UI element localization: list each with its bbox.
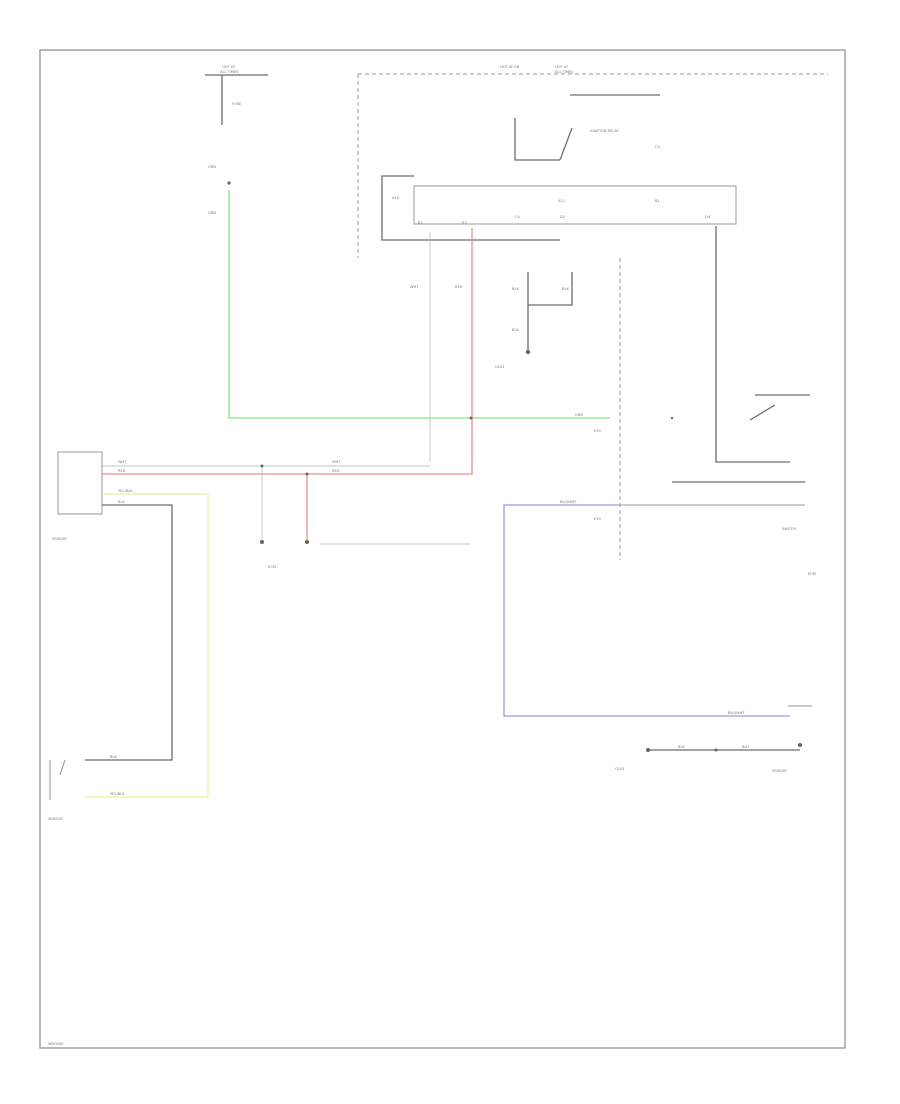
ecm-pin-c: C4 [515,215,521,219]
red-label-top: RED [455,285,463,289]
red-splice-dot [305,472,309,476]
bottom-left-transducer: SENSOR [48,759,66,821]
ground-point-dot [525,349,531,355]
center-pin-label-2: E19 [594,517,602,521]
ecm-pin-top-1: A10 [392,196,400,200]
yellow-wire [85,493,209,798]
footer-code: WD0000 [48,1042,64,1046]
yel-label-bottom: YEL/BLK [110,792,125,796]
lower-connector-dot-right [305,540,309,544]
right-grn-label: GRN [575,413,583,417]
top-right-power-source: HOT IN ON HOT AT ALL TIMES IGNITION RELA… [357,65,828,258]
right-pcm-label: PCM [808,572,816,576]
ground-branch-wire [527,272,573,306]
top-left-power-source: HOT AT ALL TIMES FUSE GRN GRN [205,65,268,215]
blu-label-top: BLU/WHT [560,500,577,504]
wht-label-left: WHT [118,460,127,464]
green-end-dot [670,416,674,420]
wht-splice-dot [260,464,264,468]
relay-pin-label: C3 [655,145,660,149]
lower-connector-label: ECM [268,565,276,569]
relay-contact [559,127,573,161]
bottom-ground-label: G101 [615,767,625,771]
top-right-hot-label-3: ALL TIMES [555,70,574,74]
top-left-hot-label-1: HOT AT [222,65,236,69]
ecm-pin-b: B3 [462,221,467,225]
ecm-pin-e: D4 [705,215,711,219]
blu-label-bottom: BLU/WHT [728,711,745,715]
right-switch-wire [715,226,790,463]
relay-label: IGNITION RELAY [590,129,620,133]
bottom-blk-label-1: BLK [678,745,685,749]
ground-blk-label-2: BLK [562,287,569,291]
bottom-ground-dot-mid [714,748,718,752]
ecm-pin-top-2: A11 [558,199,565,203]
left-sensor-connector: SENSOR [52,451,103,541]
green-splice-dot [469,416,473,420]
yel-label-top: YEL/BLK [118,489,133,493]
bottom-right-sensor: BLK BLU G101 SENSOR [615,705,812,773]
top-right-hot-label-1: HOT IN ON [500,65,520,69]
diagram-frame [39,49,846,1049]
blk-label-bottom: BLK [110,755,117,759]
ecm-pin-top-3: B1 [655,199,660,203]
wht-label-top: WHT [410,285,419,289]
relay-switch-wire [514,118,560,161]
wht-label-right: WHT [332,460,341,464]
bottom-ground-dot-right [798,743,802,747]
ground-blk-label-3: BLK [512,328,519,332]
top-left-connector-dot [227,181,231,185]
bottom-sensor-label: SENSOR [772,769,787,773]
center-pin-label-1: E19 [594,429,602,433]
black-wire [85,504,173,761]
green-wire [228,190,610,419]
transducer-label: SENSOR [48,817,63,821]
transducer-contact [59,759,66,776]
right-switch-assembly: SWITCH PCM [672,226,816,576]
left-grn-label-mid: GRN [208,211,216,215]
ecm-bracket [381,175,560,241]
bottom-blk-label-2: BLU [742,745,749,749]
top-left-hot-label-2: ALL TIMES [220,70,239,74]
ecm-box [413,185,737,225]
ecm-pin-d: D2 [560,215,565,219]
top-right-hot-label-2: HOT AT [555,65,569,69]
left-connector-box [57,451,103,515]
bottom-ground-dot-left [646,748,650,752]
top-left-fuse-label: FUSE [232,102,242,106]
right-switch-label: SWITCH [782,527,796,531]
ecm-pin-a: B2 [418,221,423,225]
ground-label: G101 [495,365,505,369]
left-sensor-label: SENSOR [52,537,67,541]
left-grn-label-top: GRN [208,165,216,169]
lower-connector-dot-left [260,540,264,544]
blue-wire [503,504,790,717]
ground-blk-label-1: BLK [512,287,519,291]
right-switch-contact [749,404,776,421]
red-label-left: RED [118,469,126,473]
red-horizontal-wire [102,470,473,475]
red-label-right: RED [332,469,340,473]
blk-label-top: BLK [118,500,125,504]
